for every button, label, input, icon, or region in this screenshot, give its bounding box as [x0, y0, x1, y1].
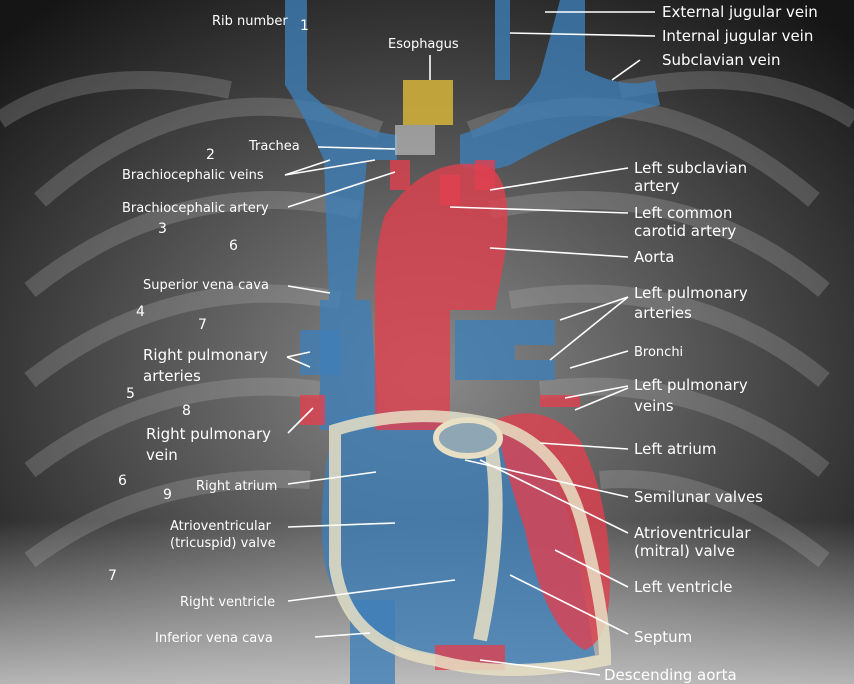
label-septum: Septum [634, 628, 692, 646]
septum-shape [473, 438, 503, 642]
rib-number: 7 [108, 568, 117, 584]
rib-number: 3 [158, 221, 167, 237]
label-external-jugular-vein: External jugular vein [662, 3, 818, 21]
subclavian-vein-shape [460, 0, 660, 170]
label-right-pulmonary-vein-line2: vein [146, 446, 178, 464]
rib-number: 7 [198, 317, 207, 333]
label-left-common-carotid: Left common [634, 204, 732, 222]
label-left-pulmonary-arteries: Left pulmonary [634, 284, 748, 302]
label-left-pulmonary-veins: Left pulmonary [634, 376, 748, 394]
label-left-pulmonary-arteries-line2: arteries [634, 304, 692, 322]
label-brachiocephalic-artery: Brachiocephalic artery [122, 201, 269, 216]
left-pulmonary-arteries-shape [455, 320, 555, 380]
label-semilunar-valves: Semilunar valves [634, 488, 763, 506]
rib-number: 1 [300, 18, 309, 34]
rib-number: 6 [229, 238, 238, 254]
label-tricuspid-valve-line2: (tricuspid) valve [170, 536, 276, 551]
jugular-vein-shape [495, 0, 510, 80]
brachiocephalic-veins-shape [285, 0, 397, 300]
label-right-pulmonary-arteries-line2: arteries [143, 367, 201, 385]
label-esophagus: Esophagus [388, 37, 459, 52]
rib-shadows [0, 71, 854, 568]
label-tricuspid-valve: Atrioventricular [170, 519, 272, 534]
label-left-subclavian-artery: Left subclavian [634, 159, 747, 177]
trachea-shape [395, 125, 435, 155]
label-brachiocephalic-veins: Brachiocephalic veins [122, 168, 264, 183]
rib-number-label: Rib number [212, 14, 288, 29]
label-left-common-carotid-line2: carotid artery [634, 222, 736, 240]
rib-number: 8 [182, 403, 191, 419]
label-subclavian-vein: Subclavian vein [662, 51, 780, 69]
label-bronchi: Bronchi [634, 345, 683, 360]
aorta-shape [375, 163, 508, 431]
label-mitral-valve: Atrioventricular [634, 524, 751, 542]
label-mitral-valve-line2: (mitral) valve [634, 542, 735, 560]
label-aorta: Aorta [634, 248, 674, 266]
label-left-pulmonary-veins-line2: veins [634, 397, 674, 415]
rib-number: 6 [118, 473, 127, 489]
label-right-pulmonary-arteries: Right pulmonary [143, 346, 268, 364]
label-internal-jugular-vein: Internal jugular vein [662, 27, 813, 45]
label-left-ventricle: Left ventricle [634, 578, 732, 596]
rib-number: 4 [136, 304, 145, 320]
label-descending-aorta: Descending aorta [604, 666, 737, 684]
esophagus-shape [403, 80, 453, 125]
semilunar-valve-shape [433, 417, 503, 459]
label-left-atrium: Left atrium [634, 440, 717, 458]
rib-number: 9 [163, 487, 172, 503]
label-trachea: Trachea [248, 139, 300, 154]
label-right-pulmonary-vein: Right pulmonary [146, 425, 271, 443]
rib-number: 2 [206, 147, 215, 163]
label-right-ventricle: Right ventricle [180, 595, 275, 610]
leader-lines [284, 11, 656, 676]
label-right-atrium: Right atrium [196, 479, 277, 494]
label-superior-vena-cava: Superior vena cava [143, 278, 269, 293]
label-inferior-vena-cava: Inferior vena cava [155, 631, 273, 646]
rib-number: 5 [126, 386, 135, 402]
left-heart-shape [495, 413, 610, 650]
right-pulmonary-arteries-shape [300, 330, 340, 375]
pulmonary-veins-shape [300, 395, 580, 425]
label-left-subclavian-artery-line2: artery [634, 177, 680, 195]
arch-branches-shape [390, 160, 495, 205]
